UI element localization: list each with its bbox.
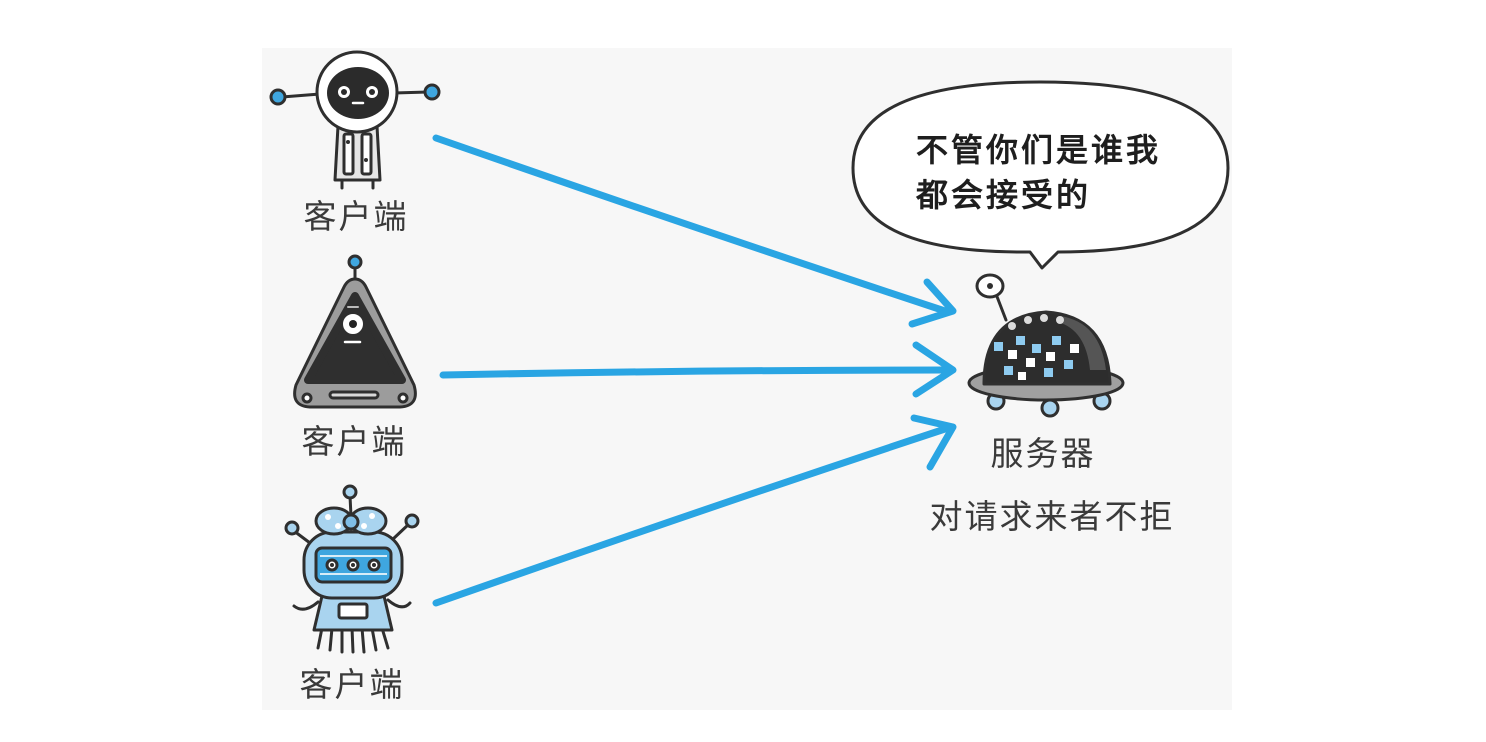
client-robot-round (269, 50, 441, 190)
right-arm-ball (423, 83, 441, 101)
robot-face (327, 67, 389, 119)
server-caption: 对请求来者不拒 (930, 497, 1175, 536)
wheel-center (1040, 398, 1060, 418)
body-panel (337, 602, 369, 620)
server-robot (967, 273, 1125, 418)
left-arm-ball (269, 88, 287, 106)
robot-body (333, 124, 382, 182)
client-label-1: 客户端 (304, 197, 409, 236)
server-label: 服务器 (991, 434, 1096, 473)
speech-bubble: 不管你们是谁我 都会接受的 (851, 80, 1230, 270)
speech-line-2: 都会接受的 (915, 176, 1091, 214)
client-robot-triangle (293, 254, 417, 409)
bow-knot (342, 513, 360, 531)
triangle-face (304, 292, 406, 384)
arrow-client-3 (432, 414, 957, 607)
request-arrows (432, 134, 957, 607)
antenna-ball (342, 484, 358, 500)
speech-line-1: 不管你们是谁我 (916, 131, 1161, 169)
arrow-client-1 (432, 134, 957, 328)
client-label-3: 客户端 (300, 665, 405, 704)
base-slot (328, 390, 380, 400)
client-label-2: 客户端 (302, 422, 407, 461)
client-robot-blue (284, 484, 420, 654)
arrow-client-2 (439, 341, 957, 398)
antenna-ball (347, 254, 363, 270)
server-screen (994, 336, 1079, 380)
